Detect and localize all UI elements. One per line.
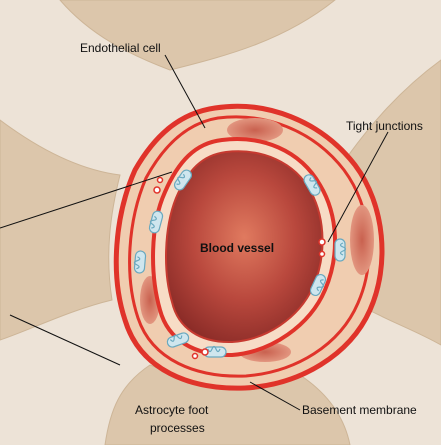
label-endothelial-cell: Endothelial cell bbox=[80, 41, 161, 55]
label-astrocyte-line1: Astrocyte foot bbox=[135, 403, 209, 417]
label-blood-vessel: Blood vessel bbox=[200, 241, 274, 255]
label-astrocyte-line2: processes bbox=[150, 421, 205, 435]
mitochondrion bbox=[335, 239, 346, 261]
nucleus-right bbox=[350, 205, 374, 275]
label-tight-junctions: Tight junctions bbox=[346, 119, 423, 133]
mitochondrion bbox=[134, 251, 146, 274]
label-basement-membrane: Basement membrane bbox=[302, 403, 417, 417]
